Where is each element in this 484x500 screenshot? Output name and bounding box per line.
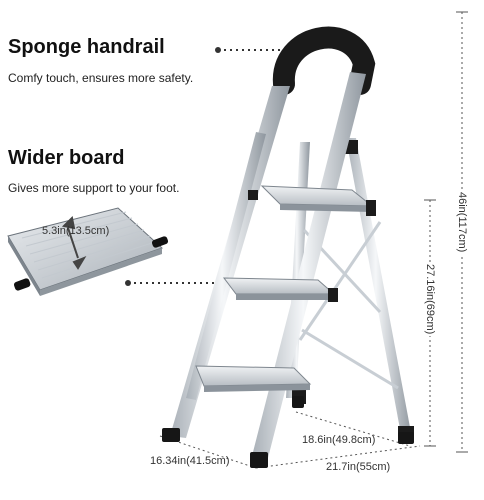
handrail-description: Comfy touch, ensures more safety. <box>8 71 194 85</box>
dimension-end-ticks <box>424 11 468 453</box>
board-leader-line <box>125 280 262 286</box>
base-width-right-label: 21.7in(55cm) <box>326 461 391 473</box>
step-height-label: 27.16in(69cm) <box>424 262 436 337</box>
board-description: Gives more support to your foot. <box>8 181 180 195</box>
board-title: Wider board <box>8 147 125 169</box>
ladder-front-frame <box>170 72 366 458</box>
board-width-label: 5.3in(13.5cm) <box>42 225 110 237</box>
handrail-title: Sponge handrail <box>8 36 165 58</box>
total-height-label: 46in(117cm) <box>456 190 468 255</box>
ladder-feet <box>162 396 414 468</box>
sponge-handrail <box>272 26 376 95</box>
handrail-leader-line <box>215 47 300 53</box>
ladder-steps <box>195 185 376 392</box>
depth-label: 18.6in(49.8cm) <box>302 434 376 446</box>
double-arrow-icon <box>61 215 87 270</box>
board-closeup <box>7 207 169 296</box>
base-width-left-label: 16.34in(41.5cm) <box>150 455 230 467</box>
